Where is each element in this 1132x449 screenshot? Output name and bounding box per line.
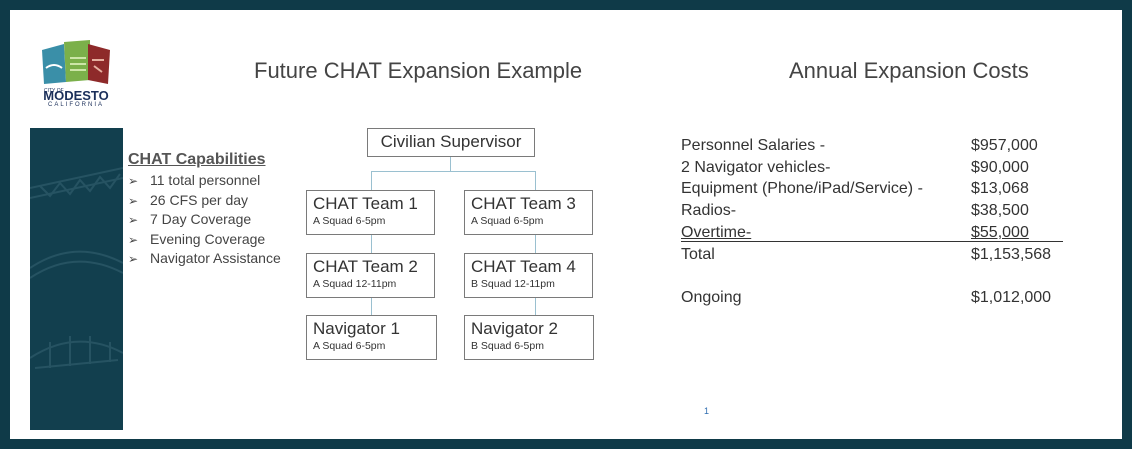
org-box-title: Navigator 1 xyxy=(313,319,400,338)
total-divider xyxy=(681,241,1063,242)
capability-item: ➢26 CFS per day xyxy=(128,191,281,211)
slide-title-left: Future CHAT Expansion Example xyxy=(254,58,583,83)
capabilities-list: ➢11 total personnel ➢26 CFS per day ➢7 D… xyxy=(128,171,281,269)
cost-row-total: Total $1,153,568 xyxy=(681,246,1063,268)
page-number: 1 xyxy=(704,406,710,416)
cost-amount: $55,000 xyxy=(971,224,1029,241)
org-box-chat-team-3: CHAT Team 3 A Squad 6-5pm xyxy=(464,190,593,235)
cost-row-personnel: Personnel Salaries - $957,000 xyxy=(681,137,1063,159)
cost-label: 2 Navigator vehicles- xyxy=(681,159,831,176)
cost-label: Overtime- xyxy=(681,224,752,241)
org-connector xyxy=(371,297,372,315)
logo-state: CALIFORNIA xyxy=(47,102,104,108)
total-amount: $1,153,568 xyxy=(971,246,1052,263)
decorative-side-panel xyxy=(30,128,123,430)
cost-row-equipment: Equipment (Phone/iPad/Service) - $13,068 xyxy=(681,180,1063,202)
org-box-shift: A Squad 6-5pm xyxy=(313,215,386,227)
cost-amount: $957,000 xyxy=(971,137,1038,154)
arrow-bullet-icon: ➢ xyxy=(128,232,139,247)
cost-label: Equipment (Phone/iPad/Service) - xyxy=(681,180,923,197)
cost-label: Radios- xyxy=(681,202,737,219)
cost-row-vehicles: 2 Navigator vehicles- $90,000 xyxy=(681,159,1063,181)
org-connector xyxy=(535,234,536,253)
modesto-logo xyxy=(40,38,112,112)
slide-title-right: Annual Expansion Costs xyxy=(789,58,1029,83)
cost-amount: $13,068 xyxy=(971,180,1029,197)
ongoing-amount: $1,012,000 xyxy=(971,289,1052,306)
cost-amount: $90,000 xyxy=(971,159,1029,176)
org-box-title: CHAT Team 1 xyxy=(313,194,418,213)
arrow-bullet-icon: ➢ xyxy=(128,174,139,188)
org-box-navigator-2: Navigator 2 B Squad 6-5pm xyxy=(464,315,594,360)
ongoing-label: Ongoing xyxy=(681,289,742,306)
capability-item: ➢Navigator Assistance xyxy=(128,249,281,269)
cost-row-radios: Radios- $38,500 xyxy=(681,202,1063,224)
org-box-chat-team-4: CHAT Team 4 B Squad 12-11pm xyxy=(464,253,593,298)
arrow-bullet-icon: ➢ xyxy=(128,213,139,227)
org-box-title: Navigator 2 xyxy=(471,319,558,338)
org-connector xyxy=(535,171,536,191)
org-box-chat-team-2: CHAT Team 2 A Squad 12-11pm xyxy=(306,253,435,298)
org-connector xyxy=(450,157,451,171)
capability-item: ➢7 Day Coverage xyxy=(128,210,281,230)
modesto-logo-icon xyxy=(42,40,110,84)
arrow-bullet-icon: ➢ xyxy=(128,252,139,266)
capability-item: ➢Evening Coverage xyxy=(128,230,281,250)
org-box-shift: A Squad 6-5pm xyxy=(471,215,544,227)
org-box-title: CHAT Team 3 xyxy=(471,194,576,213)
arrow-bullet-icon: ➢ xyxy=(128,193,139,208)
cost-amount: $38,500 xyxy=(971,202,1029,219)
cost-row-overtime: Overtime- $55,000 xyxy=(681,224,1063,246)
org-box-shift: A Squad 12-11pm xyxy=(313,278,397,290)
org-connector xyxy=(535,297,536,315)
logo-wordmark: MODESTO xyxy=(43,88,109,103)
capabilities-heading: CHAT Capabilities xyxy=(128,151,266,168)
org-box-navigator-1: Navigator 1 A Squad 6-5pm xyxy=(306,315,437,360)
org-connector xyxy=(371,171,536,172)
org-box-title: CHAT Team 4 xyxy=(471,257,576,276)
cost-label: Personnel Salaries - xyxy=(681,137,826,154)
org-box-title: CHAT Team 2 xyxy=(313,257,418,276)
org-root-box: Civilian Supervisor xyxy=(367,128,535,157)
org-box-shift: B Squad 12-11pm xyxy=(471,278,555,290)
org-box-shift: B Squad 6-5pm xyxy=(471,340,544,352)
org-root-label: Civilian Supervisor xyxy=(380,132,522,151)
org-box-shift: A Squad 6-5pm xyxy=(313,340,386,352)
capability-item: ➢11 total personnel xyxy=(128,171,281,191)
org-box-chat-team-1: CHAT Team 1 A Squad 6-5pm xyxy=(306,190,435,235)
logo-city-text: CITY OF xyxy=(44,88,64,94)
cost-row-ongoing: Ongoing $1,012,000 xyxy=(681,289,1063,311)
total-label: Total xyxy=(681,246,715,263)
bridge-silhouette-icon xyxy=(30,167,123,369)
org-connector xyxy=(371,171,372,191)
org-connector xyxy=(371,234,372,253)
